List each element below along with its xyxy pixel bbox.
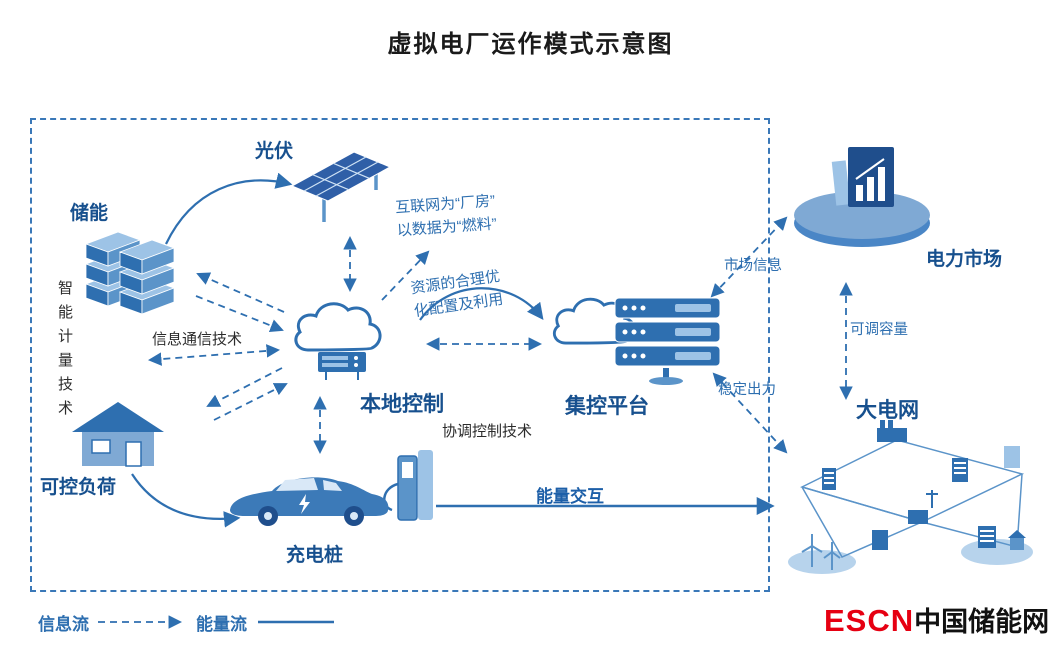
market-podium-icon xyxy=(790,135,945,260)
legend-energy-flow-label: 能量流 xyxy=(196,615,247,634)
legend-info-flow-label: 信息流 xyxy=(38,615,89,634)
adjustable-capacity-annotation: 可调容量 xyxy=(850,322,908,338)
cloud-server-icon xyxy=(286,292,401,392)
escn-site-name: 中国储能网 xyxy=(914,607,1050,637)
vpp-boundary-box xyxy=(30,118,770,592)
solar-panel-icon xyxy=(278,142,398,242)
pv-label: 光伏 xyxy=(255,141,294,162)
grid-label: 大电网 xyxy=(856,399,919,422)
storage-label: 储能 xyxy=(70,203,109,224)
charging-pile-label: 充电桩 xyxy=(286,545,344,566)
central-platform-label: 集控平台 xyxy=(565,395,649,418)
smart-metering-tech-annotation: 智能计量技术 xyxy=(56,280,73,424)
house-icon xyxy=(66,392,181,482)
internet-quote-annotation: 互联网为“厂房” 以数据为“燃料” xyxy=(394,192,498,239)
power-grid-icon xyxy=(782,412,1047,592)
ev-charging-icon xyxy=(222,444,442,549)
info-comm-tech-annotation: 信息通信技术 xyxy=(152,331,243,348)
cloud-datacenter-icon xyxy=(545,280,730,395)
storage-icon xyxy=(84,222,179,323)
diagram-title: 虚拟电厂运作模式示意图 xyxy=(387,31,674,58)
local-control-label: 本地控制 xyxy=(360,393,444,416)
market-info-annotation: 市场信息 xyxy=(724,258,782,274)
power-market-label: 电力市场 xyxy=(926,249,1003,270)
stable-output-annotation: 稳定出力 xyxy=(718,382,776,398)
escn-logo: ESCN 中国储能网 xyxy=(824,600,1049,639)
energy-interaction-label: 能量交互 xyxy=(536,487,604,506)
controllable-load-label: 可控负荷 xyxy=(40,477,117,498)
coordination-tech-annotation: 协调控制技术 xyxy=(442,423,533,440)
escn-logo-text: ESCN xyxy=(824,603,915,638)
